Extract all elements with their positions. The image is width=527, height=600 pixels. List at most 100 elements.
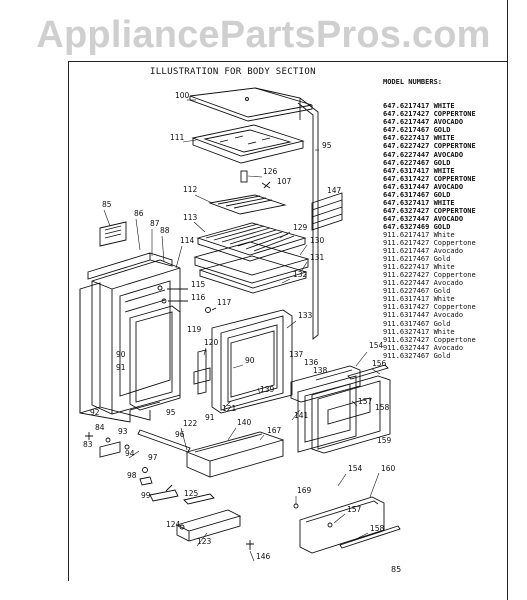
hardware-83 [85,432,148,473]
part-number-92: 92 [90,408,100,417]
model-number-row: 911.6227447 Avocado [383,279,464,288]
part-number-160: 160 [381,464,396,473]
model-number-row: 647.6227417 WHITE [383,134,455,143]
part-number-158: 158 [375,403,390,412]
bracket-147 [311,192,343,231]
part-number-117: 117 [217,298,232,307]
part-number-158: 158 [370,524,385,533]
part-number-91: 91 [116,363,126,372]
model-number-row: 647.6317447 AVOCADO [383,182,464,191]
model-number-row: 647.6327427 COPPERTONE [383,206,476,215]
part-number-84: 84 [95,423,105,432]
part-number-95: 95 [166,408,176,417]
part-number-154: 154 [369,341,384,350]
model-number-row: 647.6227447 AVOCADO [383,150,464,159]
part-number-136: 136 [304,358,319,367]
model-number-row: 911.6327447 Avocado [383,343,464,352]
model-number-row: 911.6327467 Gold [383,351,451,360]
part-number-120: 120 [204,338,219,347]
part-number-90: 90 [245,356,255,365]
model-number-row: 647.6217447 AVOCADO [383,118,464,127]
part-number-126: 126 [263,167,278,176]
side-frame-95 [254,87,319,340]
side-rail-119 [129,305,181,411]
side-panels [87,252,181,415]
model-number-row: 911.6217447 Avocado [383,247,464,256]
part-number-122: 122 [183,419,198,428]
model-number-row: 647.6217417 WHITE [383,102,455,111]
model-number-row: 911.6217467 Gold [383,255,451,264]
part-number-87: 87 [150,219,160,228]
part-number-138: 138 [313,366,328,375]
model-number-row: 911.6327427 Coppertone [383,335,476,344]
bracket-99 [149,484,179,502]
part-number-99: 99 [141,491,151,500]
broiler-pans [193,241,310,294]
part-number-113: 113 [183,213,198,222]
model-number-row: 911.6317427 Coppertone [383,303,476,312]
frame-top-line [68,61,508,62]
part-number-121: 121 [222,404,237,413]
part-number-100: 100 [175,91,190,100]
part-number-95: 95 [322,141,332,150]
part-number-91: 91 [205,413,215,422]
part-number-115: 115 [191,280,206,289]
part-number-159: 159 [377,436,392,445]
part-number-169: 169 [297,486,312,495]
watermark: AppliancePartsPros.com [36,14,491,56]
model-number-row: 911.6227427 Coppertone [383,271,476,280]
part-number-85: 85 [102,200,112,209]
small-parts-126 [240,170,271,189]
hinge-120 [193,349,211,395]
illustration-title: ILLUSTRATION FOR BODY SECTION [150,67,316,77]
model-number-row: 647.6327469 GOLD [383,222,451,231]
model-number-row: 647.6327417 WHITE [383,198,455,207]
lower-panel-160 [299,496,385,554]
model-number-row: 911.6317467 Gold [383,319,451,328]
model-number-row: 647.6317467 GOLD [383,190,451,199]
part-number-157: 157 [358,397,373,406]
part-number-139: 139 [260,385,275,394]
part-number-88: 88 [160,226,170,235]
part-number-167: 167 [267,426,282,435]
part-number-112: 112 [183,185,198,194]
cooktop-top [189,87,313,122]
part-number-116: 116 [191,293,206,302]
part-number-123: 123 [197,537,212,546]
part-number-90: 90 [116,350,126,359]
door-glass-136 [290,365,361,453]
fasteners-115 [157,285,217,313]
part-number-146: 146 [256,552,271,561]
part-number-124: 124 [166,520,181,529]
part-number-96: 96 [175,430,185,439]
part-number-107: 107 [277,177,292,186]
model-number-row: 911.6317417 White [383,295,455,304]
model-number-row: 911.6217417 White [383,230,455,239]
model-number-row: 647.6217467 GOLD [383,126,451,135]
part-number-130: 130 [310,236,325,245]
part-number-131: 131 [310,253,325,262]
oven-rack-113 [196,222,307,262]
storage-drawer-140 [185,431,285,478]
burner-box [191,124,305,164]
model-number-row: 911.6317447 Avocado [383,311,464,320]
toe-kick-123 [175,493,242,542]
part-number-125: 125 [184,489,199,498]
part-number-147: 147 [327,186,342,195]
part-number-111: 111 [170,133,185,142]
body-side-panel-92 [79,282,161,423]
part-number-86: 86 [134,209,144,218]
model-number-row: 911.6217427 Coppertone [383,239,476,248]
part-number-140: 140 [237,418,252,427]
frame-left-line [68,61,69,581]
model-number-row: 647.6317417 WHITE [383,166,455,175]
part-number-141: 141 [294,411,309,420]
model-number-row: 911.6227417 White [383,263,455,272]
part-number-129: 129 [293,223,308,232]
broiler-rack-112 [208,194,287,215]
part-number-132: 132 [293,270,308,279]
kick-rail-96 [137,429,191,453]
